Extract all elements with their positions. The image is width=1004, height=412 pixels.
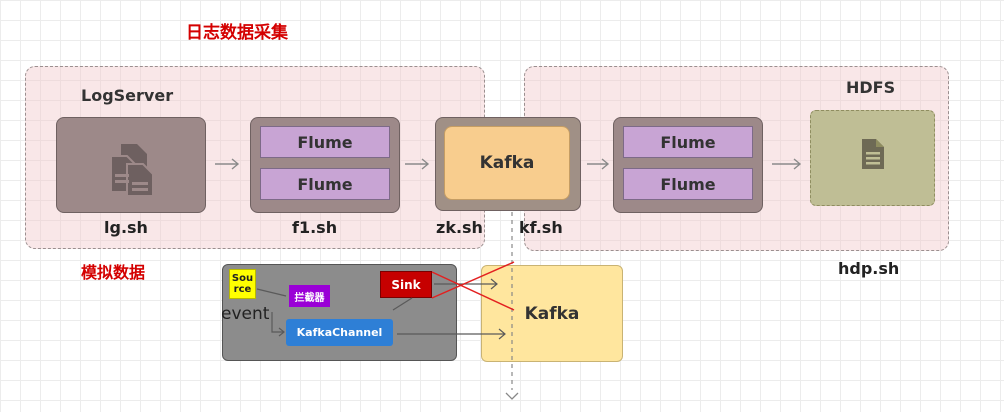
logserver-title: LogServer [81,86,174,105]
zk-script-label: zk.sh [436,218,483,237]
hdfs-title: HDFS [846,78,896,97]
kafka-label: Kafka [444,126,570,200]
logserver-node [56,117,206,213]
mock-data-label: 模拟数据 [81,263,146,282]
flume-bar: Flume [260,168,390,200]
flume-node-2: Flume Flume [613,117,763,213]
hdfs-node [810,110,935,206]
interceptor-chip: 拦截器 [289,285,330,307]
kafka-node-bottom: Kafka [481,265,623,362]
flume-node-1: Flume Flume [250,117,400,213]
sink-chip: Sink [380,271,432,298]
flume-bar: Flume [260,126,390,158]
diagram-title: 日志数据采集 [186,23,288,43]
hdp-script-label: hdp.sh [838,259,900,278]
kafka-node-top: Kafka [435,117,581,211]
flume-bar: Flume [623,126,753,158]
event-label: event [221,304,270,324]
flume-bar: Flume [623,168,753,200]
source-chip: Source [229,269,256,299]
documents-icon [107,140,157,200]
lg-script-label: lg.sh [104,218,148,237]
document-icon [861,138,885,174]
kafka-channel-chip: KafkaChannel [286,319,393,346]
kf-script-label: kf.sh [519,218,563,237]
f1-script-label: f1.sh [292,218,338,237]
chevron-down-icon [505,392,519,400]
